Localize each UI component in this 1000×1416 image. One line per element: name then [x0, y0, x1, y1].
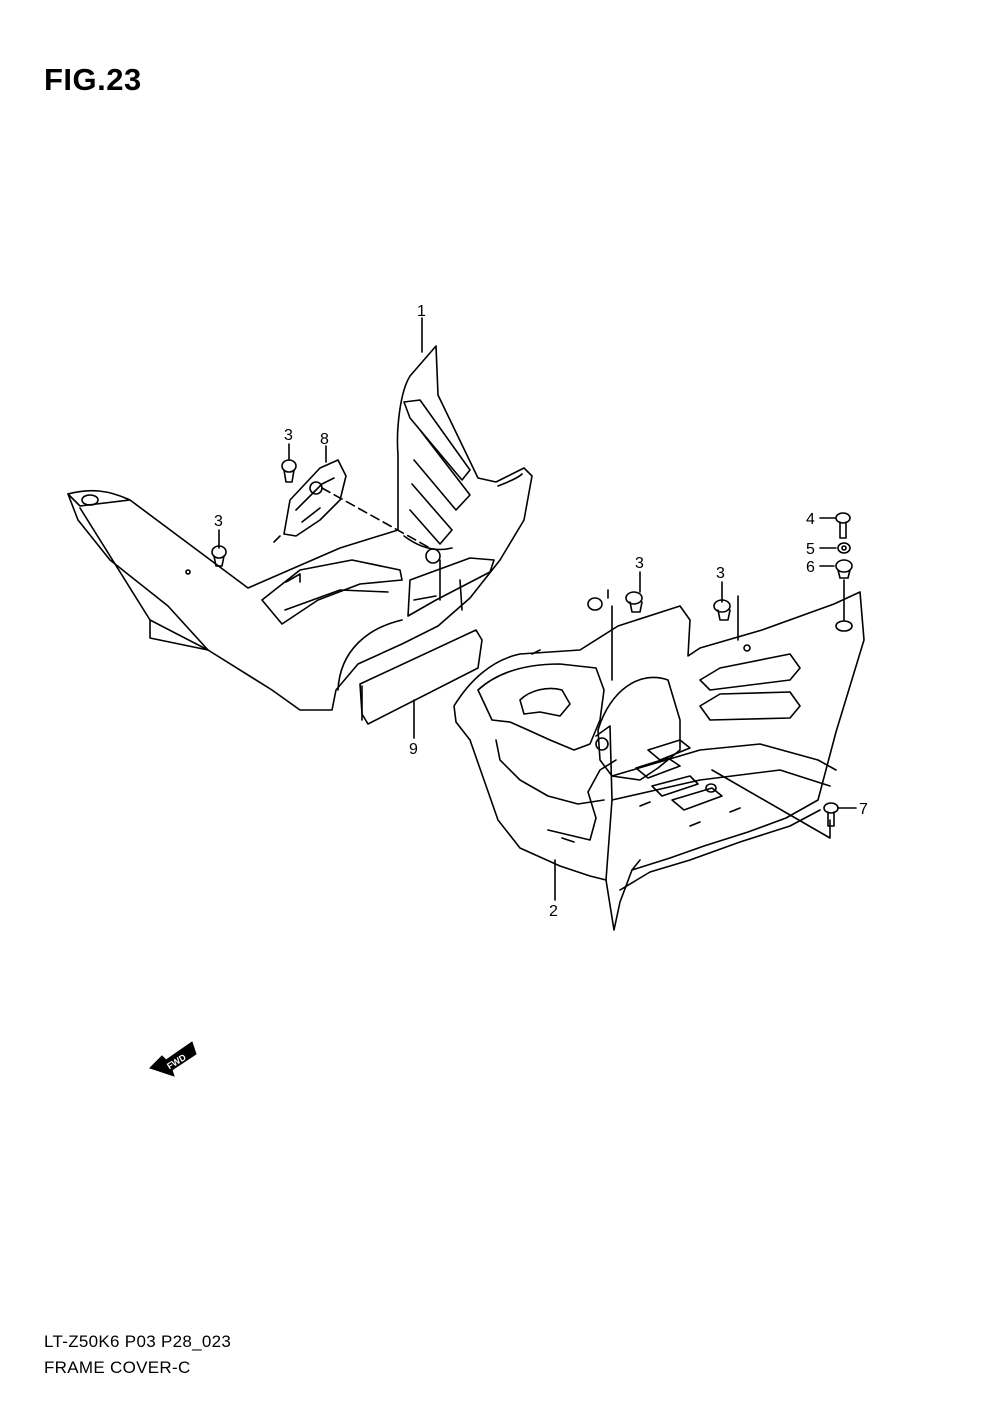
axis-line-3c: [607, 589, 613, 681]
axis-line-7: [711, 769, 831, 839]
callout-9: 9: [409, 741, 418, 758]
grommet-6: [835, 559, 853, 579]
bolt-4: [835, 512, 851, 539]
frame-cover-right-part: [453, 591, 865, 931]
leader-dashed-bracket: [321, 487, 431, 549]
screw-3-left-a: [281, 459, 297, 483]
bolt-7: [823, 802, 839, 827]
callout-7: 7: [859, 801, 868, 818]
callout-2: 2: [549, 903, 558, 920]
callout-6: 6: [806, 559, 815, 576]
screw-3-right-b: [713, 599, 731, 621]
pad-part: [359, 629, 483, 725]
callout-3b: 3: [214, 513, 223, 530]
diagram-name: FRAME COVER-C: [44, 1358, 191, 1377]
washer-5: [837, 542, 851, 554]
figure-title: FIG.23: [44, 62, 142, 97]
callout-8: 8: [320, 431, 329, 448]
bracket-part: [273, 459, 347, 543]
fwd-arrow-icon: FWD: [149, 1041, 197, 1077]
callout-3d: 3: [716, 565, 725, 582]
callout-4: 4: [806, 511, 815, 528]
callout-1: 1: [417, 303, 426, 320]
screw-3-right-a: [625, 591, 643, 613]
callout-5: 5: [806, 541, 815, 558]
diagram-code: LT-Z50K6 P03 P28_023: [44, 1332, 232, 1351]
frame-cover-left-part: [67, 345, 533, 711]
callout-3a: 3: [284, 427, 293, 444]
screw-3-left-b: [211, 545, 227, 567]
callout-3c: 3: [635, 555, 644, 572]
